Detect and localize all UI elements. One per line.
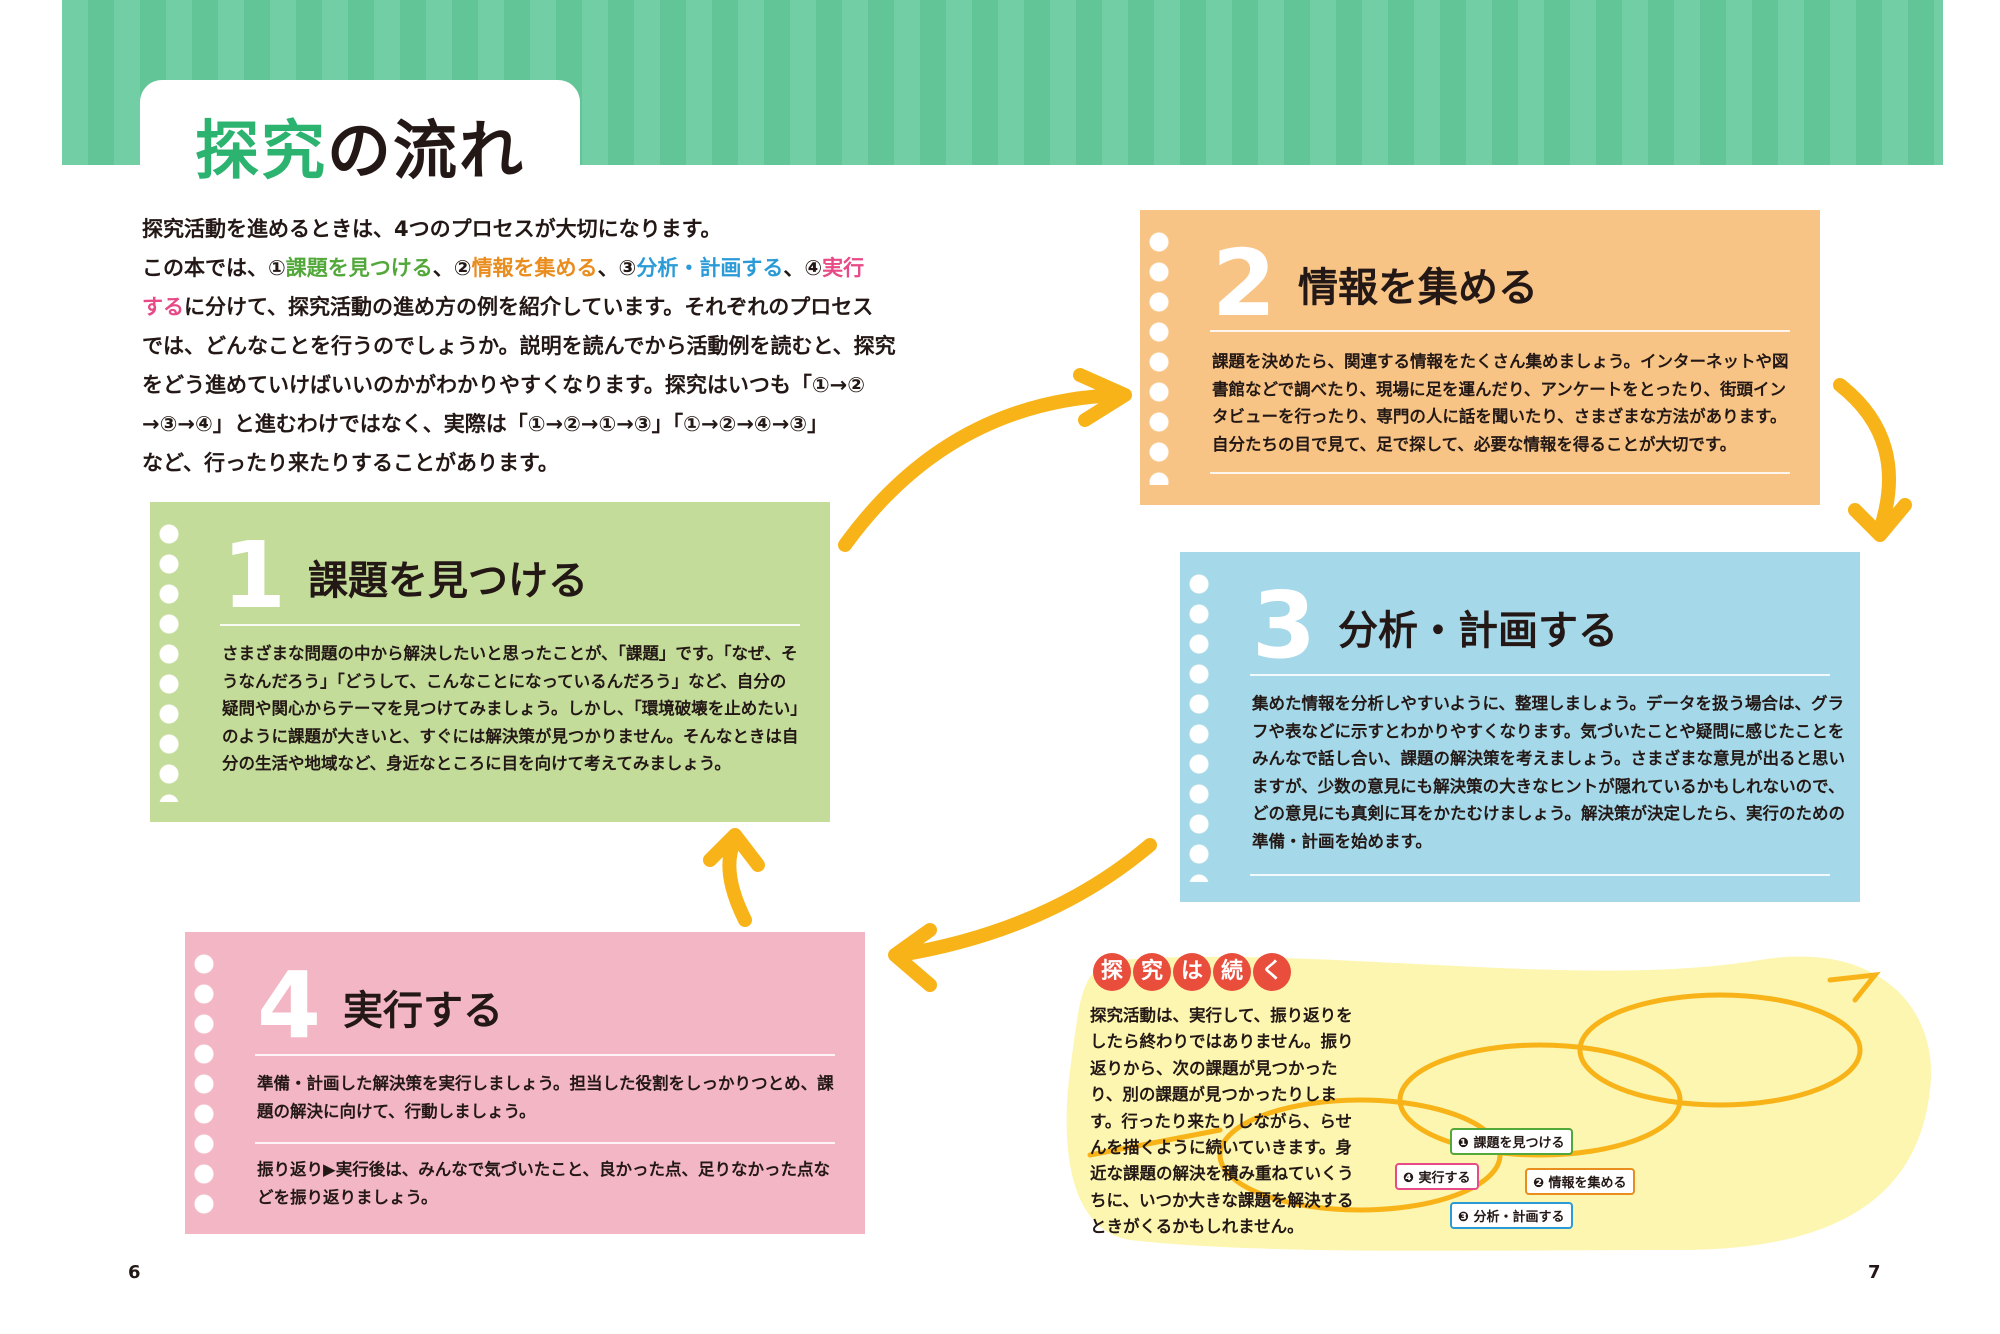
divider	[1250, 674, 1830, 676]
intro-line: この本では、①課題を見つける、②情報を集める、③分析・計画する、④実行	[142, 256, 865, 280]
step-number: 1	[222, 522, 287, 629]
divider	[255, 1142, 835, 1144]
title-tab	[140, 80, 580, 184]
intro-line: するに分けて、探究活動の進め方の例を紹介しています。それぞれのプロセス	[142, 295, 874, 319]
arrow-3-to-4-head	[888, 923, 937, 992]
arrow-4-to-1-head	[703, 828, 765, 872]
intro-line: 探究活動を進めるときは、4つのプロセスが大切になります。	[142, 217, 722, 241]
intro-line: →③→④」と進むわけではなく、実際は「①→②→①→③」「①→②→④→③」	[142, 412, 829, 436]
divider	[1250, 874, 1830, 876]
arrow-2-to-3	[1833, 378, 1896, 537]
step-card-1: 1 課題を見つける さまざまな問題の中から解決したいと思ったことが、「課題」です…	[150, 502, 830, 822]
step-body: さまざまな問題の中から解決したいと思ったことが、「課題」です。「なぜ、そ うなん…	[222, 644, 807, 773]
binder-holes	[193, 952, 215, 1214]
divider	[1210, 472, 1790, 474]
mini-label-1: ❶ 課題を見つける	[1450, 1128, 1573, 1155]
arrow-2-to-3-head	[1848, 498, 1912, 542]
arrow-4-to-1	[722, 833, 752, 927]
step-title: 課題を見つける	[308, 558, 588, 604]
mini-label-3: ❸ 分析・計画する	[1450, 1202, 1573, 1229]
arrow-3-to-4	[893, 838, 1157, 962]
note-badge: 究	[1133, 953, 1171, 991]
binder-holes	[1188, 572, 1210, 882]
note-badge: く	[1253, 953, 1291, 991]
step-body: 準備・計画した解決策を実行しましょう。担当した役割をしっかりつとめ、課 題の解決…	[257, 1074, 834, 1121]
step-title: 実行する	[343, 988, 503, 1034]
reflection-text: 振り返り▶実行後は、みんなで気づいたこと、良かった点、足りなかった点な どを振り…	[257, 1160, 831, 1207]
step-title: 分析・計画する	[1338, 608, 1618, 654]
page-number-right: 7	[1868, 1262, 1881, 1283]
note-badge: 続	[1213, 953, 1251, 991]
mini-label-2: ❷ 情報を集める	[1525, 1168, 1635, 1195]
note-blob	[1066, 956, 1932, 1251]
note-badge: 探	[1093, 953, 1131, 991]
intro-text: 探究活動を進めるときは、4つのプロセスが大切になります。 この本では、①課題を見…	[142, 210, 922, 483]
step-card-3: 3 分析・計画する 集めた情報を分析しやすいように、整理しましょう。データを扱う…	[1180, 552, 1860, 902]
step-body: 集めた情報を分析しやすいように、整理しましょう。データを扱う場合は、グラ フや表…	[1252, 694, 1846, 851]
step-number: 3	[1252, 572, 1317, 679]
page-number-left: 6	[128, 1262, 141, 1283]
intro-line: では、どんなことを行うのでしょうか。説明を読んでから活動例を読むと、探究	[142, 334, 896, 358]
divider	[255, 1054, 835, 1056]
arrow-1-to-2-head	[1073, 368, 1132, 427]
divider	[220, 624, 800, 626]
binder-holes	[158, 522, 180, 802]
note-text: 探究活動は、実行して、振り返りを したら終わりではありません。振り 返りから、次…	[1090, 1006, 1354, 1237]
divider	[1210, 330, 1790, 332]
note-badge: は	[1173, 953, 1211, 991]
step-number: 2	[1212, 230, 1277, 337]
page-title: 探究の流れ	[195, 115, 525, 189]
mini-label-4: ❹ 実行する	[1395, 1163, 1479, 1190]
intro-line: をどう進めていけばいいのかがわかりやすくなります。探究はいつも「①→②	[142, 373, 866, 397]
step-body: 課題を決めたら、関連する情報をたくさん集めましょう。インターネットや図 書館など…	[1212, 352, 1789, 454]
step-number: 4	[257, 952, 322, 1059]
step-title: 情報を集める	[1298, 265, 1538, 311]
step-card-2: 2 情報を集める 課題を決めたら、関連する情報をたくさん集めましょう。インターネ…	[1140, 210, 1820, 505]
binder-holes	[1148, 230, 1170, 485]
step-card-4: 4 実行する 準備・計画した解決策を実行しましょう。担当した役割をしっかりつとめ…	[185, 932, 865, 1234]
intro-line: など、行ったり来たりすることがあります。	[142, 451, 559, 475]
